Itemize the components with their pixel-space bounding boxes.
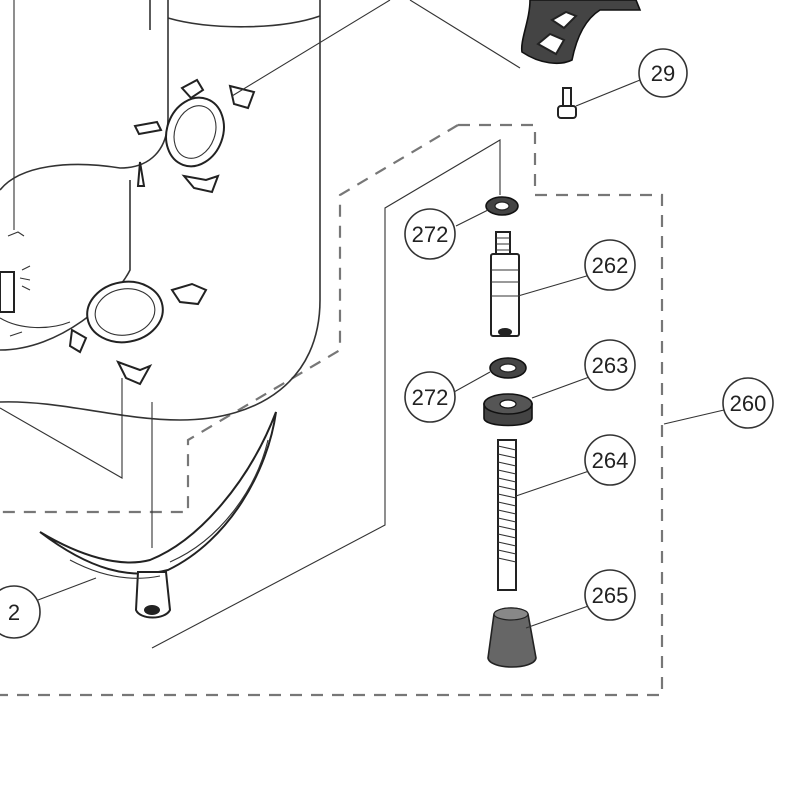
callout-29: 29	[638, 48, 688, 98]
leader-272b	[453, 371, 491, 393]
washer-272-bottom	[489, 357, 527, 379]
svg-text:265: 265	[592, 583, 629, 608]
callout-263: 263	[584, 339, 636, 391]
leader-272a	[455, 209, 489, 227]
inner-boundary-dashed	[0, 124, 459, 514]
leader-bowl-top	[231, 0, 391, 97]
assembly-boundary-dashed	[0, 123, 664, 697]
svg-text:2: 2	[8, 600, 20, 625]
leader-29	[575, 79, 641, 107]
leader-265	[525, 603, 595, 629]
callout-265: 265	[584, 569, 636, 621]
agitator-hook-2	[39, 411, 277, 619]
washer-272-top	[485, 196, 519, 216]
shaft-262	[490, 231, 520, 337]
svg-text:264: 264	[592, 448, 629, 473]
callout-272-bottom: 272	[404, 371, 456, 423]
svg-text:263: 263	[592, 353, 629, 378]
svg-text:262: 262	[592, 253, 629, 278]
top-bracket	[520, 0, 642, 65]
callout-262: 262	[584, 239, 636, 291]
bowl-body	[0, 0, 321, 421]
leader-lower-left	[0, 378, 123, 479]
svg-text:272: 272	[412, 222, 449, 247]
fastener-marks	[0, 231, 31, 337]
leader-top-right	[409, 0, 521, 69]
upper-port-ring	[133, 78, 256, 194]
leader-2	[37, 577, 97, 601]
knob-265	[487, 607, 537, 668]
leader-260	[663, 409, 725, 425]
leader-263	[531, 375, 593, 399]
lower-port-ring	[68, 280, 208, 386]
threaded-rod-264	[497, 439, 517, 591]
leader-262	[517, 274, 591, 297]
callout-272-top: 272	[404, 208, 456, 260]
collar-263	[483, 393, 533, 427]
leader-rod-return	[151, 139, 501, 649]
svg-text:260: 260	[730, 391, 767, 416]
callout-2: 2	[0, 585, 41, 639]
svg-text:29: 29	[651, 61, 675, 86]
callout-260: 260	[722, 377, 774, 429]
callout-264: 264	[584, 434, 636, 486]
screw-29	[557, 87, 577, 119]
svg-text:272: 272	[412, 385, 449, 410]
leader-264	[515, 469, 593, 497]
